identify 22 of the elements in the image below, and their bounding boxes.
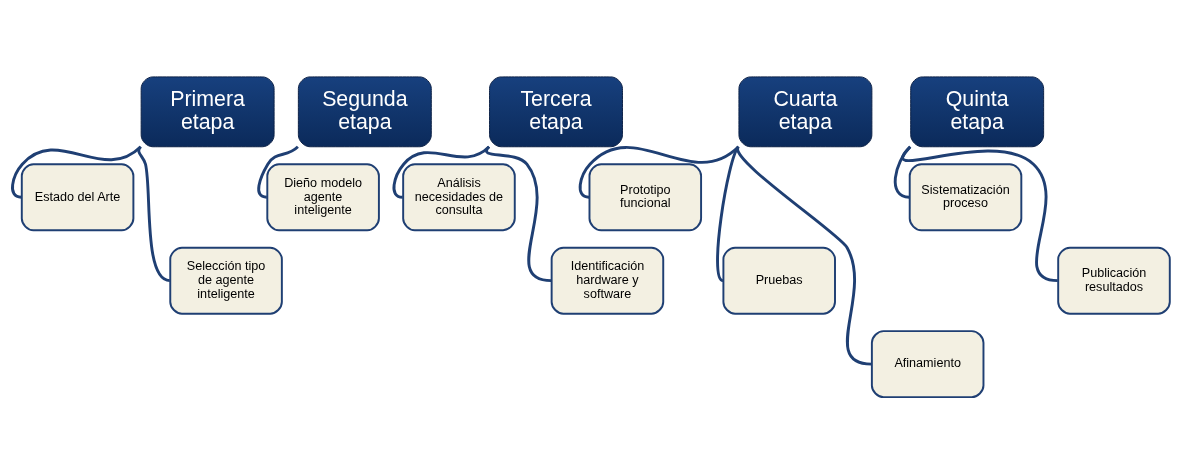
node-box: Estado del Arte — [20, 163, 135, 232]
node-box: Cuarta etapa — [738, 76, 873, 148]
connector — [736, 146, 872, 366]
node-box: Afinamiento — [870, 330, 985, 399]
node-box: Sistematización proceso — [908, 163, 1023, 232]
connector — [716, 146, 740, 282]
node-box: Análisis necesidades de consulta — [402, 163, 516, 232]
node-box: Quinta etapa — [910, 76, 1045, 148]
node-box: Publicación resultados — [1057, 246, 1171, 315]
connector — [485, 145, 552, 283]
node-box: Selección tipo de agente inteligente — [169, 246, 283, 315]
node-box: Segunda etapa — [297, 76, 432, 148]
node-box: Prototipo funcional — [588, 163, 703, 232]
node-box: Dieño modelo agente inteligente — [266, 163, 380, 232]
connector — [257, 145, 299, 199]
connector — [137, 145, 171, 283]
connector — [392, 145, 490, 199]
node-box: Pruebas — [722, 246, 836, 315]
node-box: Primera etapa — [140, 76, 275, 148]
node-box: Tercera etapa — [489, 76, 623, 148]
node-box: Identificación hardware y software — [550, 246, 665, 315]
connector — [901, 145, 1058, 283]
